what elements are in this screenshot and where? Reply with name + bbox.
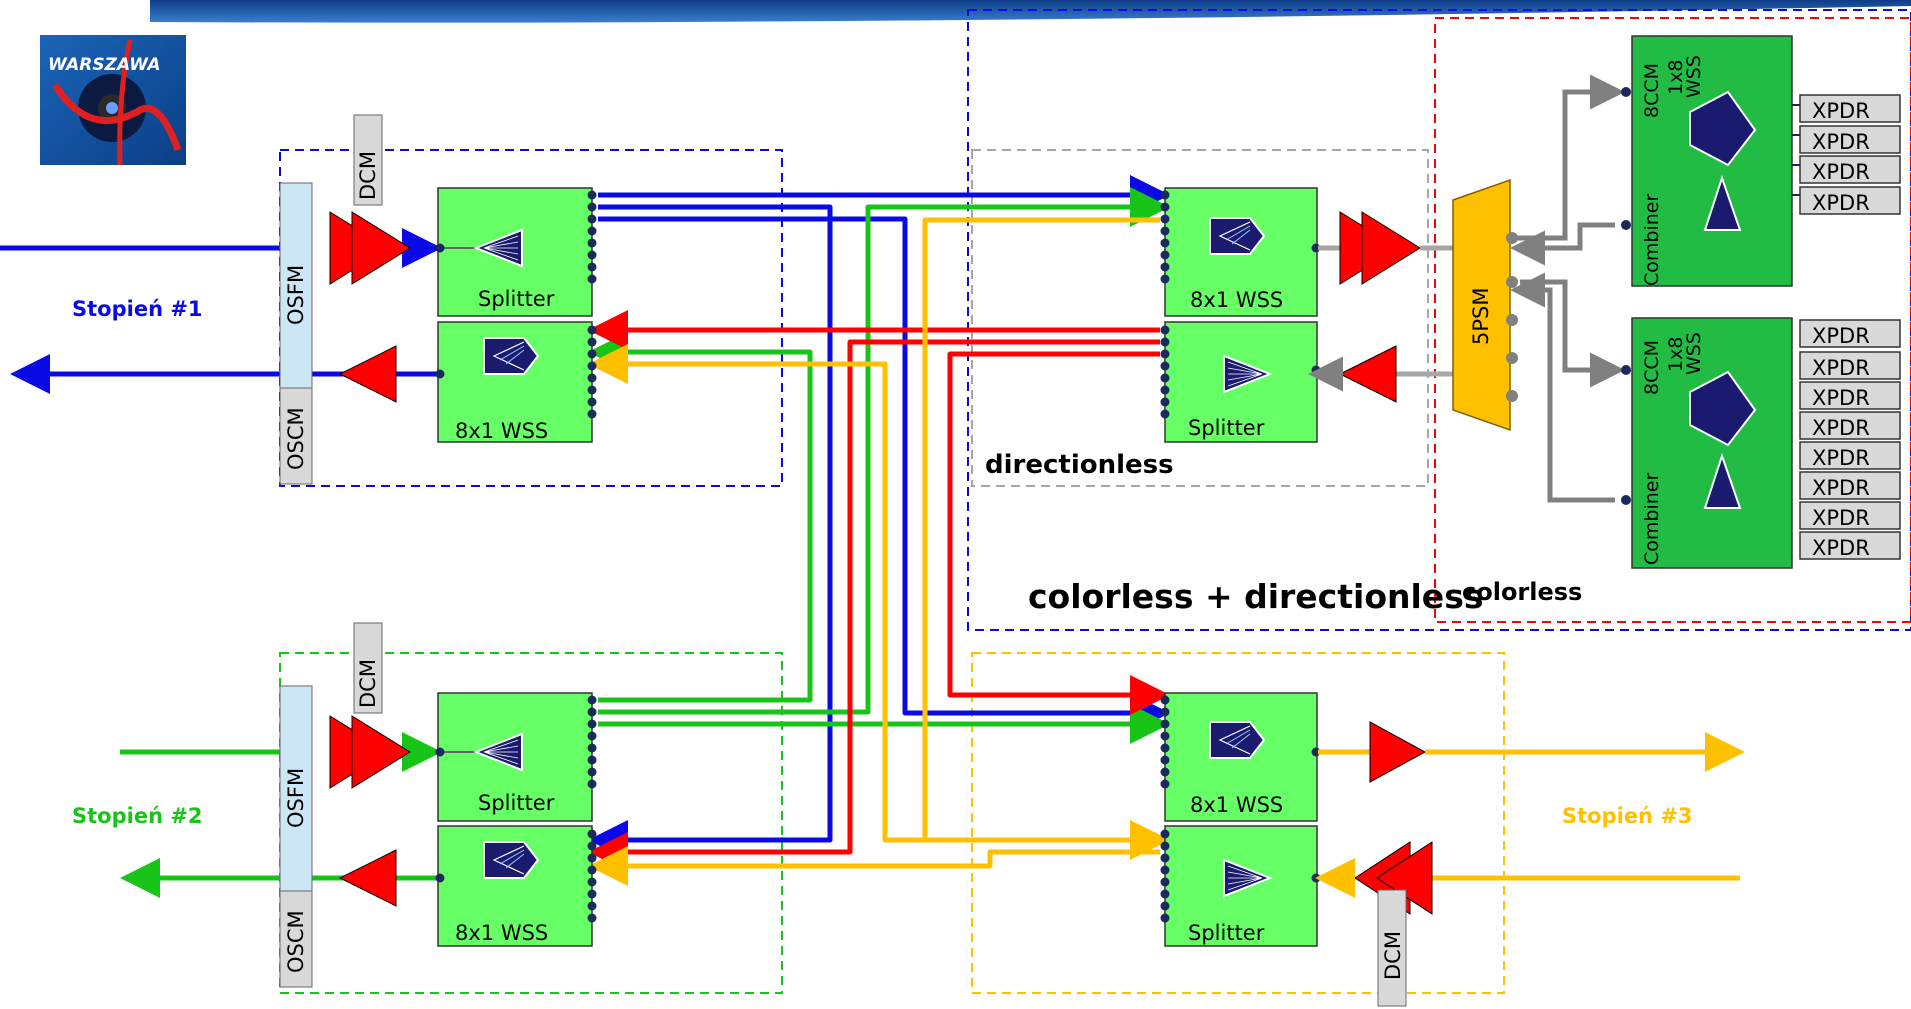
- splitter-label: Splitter: [478, 287, 555, 311]
- dcm-module-3: [1377, 889, 1407, 1007]
- ccm-module-top: 8CCM 1x8 WSS Combiner: [1621, 35, 1793, 287]
- wss-icon: [1689, 90, 1757, 167]
- dcm-module-1: [353, 114, 383, 206]
- oscm-module-1: [279, 387, 313, 485]
- oscm-label-2: OSCM: [284, 910, 308, 973]
- xpdr-label: XPDR: [1812, 160, 1870, 184]
- wss-small-label2: WSS: [1683, 55, 1705, 98]
- dcm-label-2: DCM: [356, 659, 380, 708]
- ccm-label: 8CCM: [1641, 63, 1663, 118]
- cross-connect-lines: [588, 175, 1170, 886]
- wss-small-label: 1x8: [1665, 337, 1687, 372]
- degree3-splitter: Splitter: [1160, 825, 1321, 947]
- xpdr-label: XPDR: [1812, 324, 1870, 348]
- dcm-module-2: [353, 622, 383, 714]
- logo-text: WARSZAWA: [48, 55, 161, 75]
- wss-label: 8x1 WSS: [1190, 288, 1283, 312]
- warszawa-logo: WARSZAWA: [40, 35, 186, 166]
- wss-icon: [1689, 370, 1757, 447]
- oscm-module-2: [279, 890, 313, 988]
- colorless-label: colorless: [1462, 578, 1582, 606]
- amplifier-icon: [351, 715, 411, 789]
- degree1-splitter: Splitter: [435, 187, 597, 317]
- dcm-label-1: DCM: [356, 151, 380, 200]
- degree3-wss: 8x1 WSS: [1160, 692, 1321, 822]
- amplifier-icon: [1361, 211, 1421, 285]
- degree1-wss: 8x1 WSS: [435, 321, 597, 443]
- degree3-label: Stopień #3: [1562, 804, 1693, 828]
- osfm-label-1: OSFM: [284, 265, 308, 325]
- wss-label: 8x1 WSS: [1190, 793, 1283, 817]
- directionless-label: directionless: [985, 450, 1174, 480]
- osfm-label-2: OSFM: [284, 768, 308, 828]
- combiner-label: Combiner: [1641, 473, 1663, 565]
- xpdr-label: XPDR: [1812, 536, 1870, 560]
- splitter-label: Splitter: [478, 791, 555, 815]
- psm-label: 5PSM: [1469, 288, 1493, 345]
- xpdr-label: XPDR: [1812, 416, 1870, 440]
- degree2-wss: 8x1 WSS: [435, 825, 597, 947]
- xpdr-label: XPDR: [1812, 506, 1870, 530]
- degree2-label: Stopień #2: [72, 804, 203, 828]
- directionless-splitter: Splitter: [1160, 321, 1321, 443]
- amplifier-icon: [1369, 721, 1427, 783]
- xpdr-label: XPDR: [1812, 356, 1870, 380]
- oscm-label-1: OSCM: [284, 407, 308, 470]
- wss-small-label2: WSS: [1683, 332, 1705, 375]
- xpdr-label: XPDR: [1812, 476, 1870, 500]
- combiner-icon: [1703, 174, 1742, 231]
- xpdr-stack-bottom: XPDR XPDR XPDR XPDR XPDR XPDR XPDR XPDR: [1799, 319, 1901, 560]
- osfm-module-2: [279, 685, 313, 892]
- wss-label: 8x1 WSS: [455, 921, 548, 945]
- combiner-icon: [1703, 452, 1742, 509]
- ccm-module-bottom: 8CCM 1x8 WSS Combiner: [1621, 317, 1793, 569]
- colorless-directionless-box: [967, 9, 1911, 631]
- ccm-label: 8CCM: [1641, 340, 1663, 395]
- splitter-label: Splitter: [1188, 921, 1265, 945]
- xpdr-label: XPDR: [1812, 99, 1870, 123]
- dcm-label-3: DCM: [1381, 931, 1405, 980]
- top-banner: [150, 0, 1911, 23]
- amplifier-icon: [338, 345, 397, 403]
- psm-connections: [1510, 74, 1625, 503]
- wss-small-label: 1x8: [1665, 60, 1687, 95]
- degree2-splitter: Splitter: [435, 692, 597, 822]
- directionless-box: [971, 149, 1429, 487]
- amplifier-icon: [1338, 345, 1397, 403]
- xpdr-label: XPDR: [1812, 386, 1870, 410]
- wss-label: 8x1 WSS: [455, 419, 548, 443]
- xpdr-label: XPDR: [1812, 446, 1870, 470]
- colorless-directionless-label: colorless + directionless: [1028, 577, 1483, 616]
- xpdr-label: XPDR: [1812, 191, 1870, 215]
- amplifier-icon: [338, 849, 397, 907]
- xpdr-label: XPDR: [1812, 130, 1870, 154]
- xpdr-stack-top: XPDR XPDR XPDR XPDR: [1792, 94, 1901, 215]
- osfm-module-1: [279, 182, 313, 389]
- degree1-label: Stopień #1: [72, 297, 203, 321]
- directionless-wss: 8x1 WSS: [1160, 187, 1321, 317]
- splitter-label: Splitter: [1188, 416, 1265, 440]
- amplifier-icon: [351, 211, 411, 285]
- psm-module: 5PSM: [1452, 178, 1518, 432]
- combiner-label: Combiner: [1641, 194, 1663, 286]
